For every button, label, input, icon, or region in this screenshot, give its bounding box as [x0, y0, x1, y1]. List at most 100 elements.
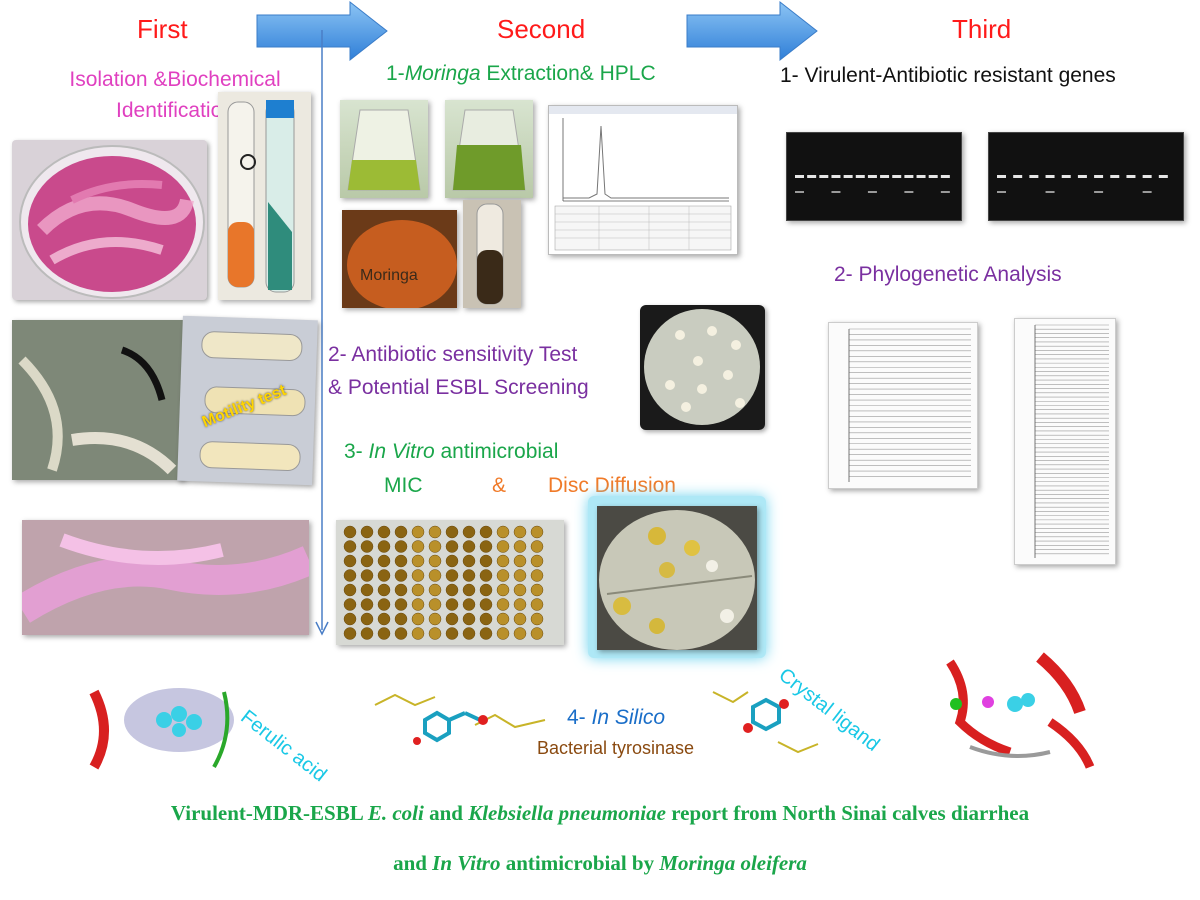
- mic-well: [513, 583, 527, 597]
- mic-well: [530, 612, 544, 626]
- mic-well: [462, 554, 476, 568]
- gel-band: [1029, 175, 1039, 178]
- step4-italic: In Silico: [591, 706, 666, 729]
- mic-well: [513, 554, 527, 568]
- mic-well: [479, 612, 493, 626]
- svg-text:Moringa: Moringa: [360, 267, 418, 284]
- gel-band: [880, 175, 890, 178]
- gel-band: [1142, 191, 1152, 193]
- gel-band: [843, 175, 853, 178]
- mic-well: [428, 525, 442, 539]
- gel-band: [1045, 191, 1055, 193]
- ferulic-interaction-drawing: [374, 693, 546, 745]
- mic-well: [530, 554, 544, 568]
- mic-well: [513, 569, 527, 582]
- stage-second-label: Second: [497, 14, 586, 44]
- mic-well: [411, 540, 425, 553]
- mic-well: [496, 554, 510, 568]
- mic-well: [496, 569, 510, 582]
- bacterial-tyrosinase-label: Bacterial tyrosinase: [537, 738, 695, 758]
- mic-well: [411, 627, 425, 640]
- pink-swab-drawing: [22, 520, 309, 635]
- mic-well: [496, 598, 510, 611]
- stage-first-label: First: [137, 14, 188, 44]
- mic-well: [343, 569, 357, 582]
- mic-well: [394, 598, 408, 611]
- mic-well: [394, 627, 408, 640]
- in-vitro-heading: 3- In Vitro antimicrobial: [344, 440, 558, 464]
- step1-prefix: 1-: [386, 62, 405, 85]
- docking-ferulic-image: [84, 672, 242, 772]
- footer-l2-d: Moringa oleifera: [659, 851, 807, 875]
- gel-band: [892, 175, 902, 178]
- hplc-chromatogram-drawing: [549, 106, 737, 251]
- gel-band: [1110, 175, 1120, 178]
- mic-well: [343, 598, 357, 611]
- mic-well: [360, 598, 374, 611]
- footer-title-line2: and In Vitro antimicrobial by Moringa ol…: [0, 851, 1200, 876]
- mic-well: [479, 525, 493, 539]
- mic-well: [479, 554, 493, 568]
- mic-well: [445, 612, 459, 626]
- gel-band: [916, 175, 926, 178]
- gel-band: [1077, 175, 1087, 178]
- disc-diffusion-photo: [597, 506, 757, 650]
- mic-plate-photo: [336, 520, 564, 645]
- step1-italic: Moringa: [404, 62, 481, 85]
- crystal-interaction-image: [708, 672, 828, 767]
- docking-crystal-drawing: [946, 652, 1095, 769]
- mic-well: [360, 583, 374, 597]
- disc-plate-photo: [640, 305, 765, 430]
- mic-well: [394, 554, 408, 568]
- mic-well: [377, 612, 391, 626]
- mic-well: [496, 525, 510, 539]
- antibiotic-heading-line1: 2- Antibiotic sensitivity Test: [328, 343, 578, 366]
- colony-streak-drawing: [12, 320, 184, 480]
- mic-well: [411, 612, 425, 626]
- stage-third-label: Third: [952, 14, 1012, 44]
- gel-band: [1013, 175, 1023, 178]
- mic-well: [377, 583, 391, 597]
- disc-plate-drawing: [644, 309, 760, 425]
- gel-band: [867, 175, 877, 178]
- mic-well: [530, 525, 544, 539]
- gel-electrophoresis-2: [988, 132, 1184, 221]
- gel-band: [795, 191, 804, 193]
- moringa-extraction-heading: 1-Moringa Extraction& HPLC: [386, 62, 656, 86]
- antibiotic-sensitivity-heading: 2- Antibiotic sensitivity Test & Potenti…: [328, 338, 648, 404]
- mic-well: [360, 554, 374, 568]
- mic-well: [479, 569, 493, 582]
- mic-well: [394, 583, 408, 597]
- mic-well: [479, 627, 493, 640]
- mic-well: [513, 525, 527, 539]
- mic-well: [462, 540, 476, 553]
- footer-l2-b: In Vitro: [432, 851, 501, 875]
- mic-well: [462, 598, 476, 611]
- mic-well: [343, 540, 357, 553]
- mic-well: [360, 612, 374, 626]
- ferulic-interaction-image: [355, 665, 560, 765]
- mic-well: [513, 627, 527, 640]
- tree-drawing-1: [848, 328, 971, 482]
- mic-well: [513, 612, 527, 626]
- mic-well: [394, 612, 408, 626]
- ferulic-acid-label: Ferulic acid: [236, 706, 331, 787]
- mic-well: [394, 569, 408, 582]
- gel-band: [1142, 175, 1152, 178]
- mic-well: [496, 540, 510, 553]
- footer-title-line1: Virulent-MDR-ESBL E. coli and Klebsiella…: [0, 801, 1200, 826]
- mic-well: [445, 540, 459, 553]
- mic-well: [445, 525, 459, 539]
- moringa-jar-photo: Moringa: [342, 210, 457, 308]
- mic-well: [428, 554, 442, 568]
- tree-drawing-2: [1034, 324, 1109, 558]
- gel-band: [940, 191, 950, 193]
- mic-well: [428, 598, 442, 611]
- mic-well: [479, 583, 493, 597]
- footer-l2-c: antimicrobial by: [500, 851, 660, 875]
- antibiotic-heading-line2: & Potential ESBL Screening: [328, 376, 589, 399]
- phylogenetic-heading: 2- Phylogenetic Analysis: [834, 263, 1062, 286]
- gel-drawing-1: [795, 175, 950, 193]
- mic-well: [411, 554, 425, 568]
- pink-swab-photo: [22, 520, 309, 635]
